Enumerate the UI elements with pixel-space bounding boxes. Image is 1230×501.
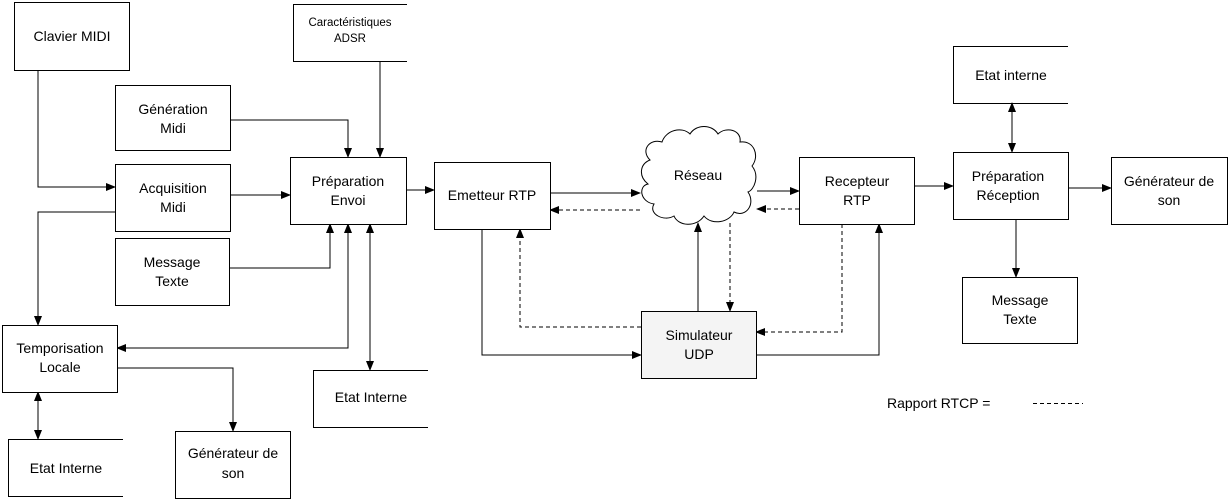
caracteristiques-adsr-store: Caractéristiques ADSR — [293, 4, 407, 62]
svg-text:Locale: Locale — [39, 359, 80, 375]
svg-text:Midi: Midi — [160, 120, 186, 136]
etat-interne-right-store: Etat interne — [953, 46, 1068, 104]
svg-text:Etat Interne: Etat Interne — [30, 460, 103, 476]
svg-text:RTP: RTP — [843, 192, 871, 208]
svg-text:Midi: Midi — [160, 199, 186, 215]
arrow-message-to-preparation — [229, 223, 334, 269]
svg-text:UDP: UDP — [684, 346, 714, 362]
arrow-generation-to-preparation — [230, 119, 352, 158]
svg-text:Etat Interne: Etat Interne — [335, 389, 408, 405]
svg-text:Préparation: Préparation — [312, 173, 384, 189]
temporisation-locale-box: Temporisation Locale — [2, 325, 118, 393]
svg-text:Génération: Génération — [138, 101, 207, 117]
generateur-son-right-box: Générateur de son — [1111, 157, 1228, 225]
svg-text:Préparation: Préparation — [972, 168, 1044, 184]
svg-text:Emetteur RTP: Emetteur RTP — [448, 187, 536, 203]
preparation-envoi-box: Préparation Envoi — [290, 157, 407, 225]
svg-text:Générateur de: Générateur de — [1124, 173, 1214, 189]
reseau-cloud: Réseau — [641, 126, 757, 225]
rtcp-recepteur-to-simulateur — [755, 224, 843, 336]
generateur-son-bottom-box: Générateur de son — [175, 431, 291, 499]
etat-interne-left-store: Etat Interne — [8, 439, 123, 497]
svg-text:Etat interne: Etat interne — [975, 67, 1047, 83]
svg-text:Texte: Texte — [155, 273, 189, 289]
svg-text:son: son — [1158, 192, 1181, 208]
message-texte-right-box: Message Texte — [962, 277, 1078, 344]
svg-text:Clavier MIDI: Clavier MIDI — [33, 28, 110, 44]
svg-text:Réseau: Réseau — [674, 167, 722, 183]
message-texte-left-box: Message Texte — [115, 238, 230, 306]
svg-text:Réception: Réception — [976, 187, 1039, 203]
svg-text:Texte: Texte — [1003, 311, 1037, 327]
arrow-temporisation-to-generateur — [117, 367, 237, 432]
svg-text:Caractéristiques: Caractéristiques — [308, 17, 391, 29]
arrow-emetteur-to-simulateur — [481, 229, 642, 359]
svg-text:Envoi: Envoi — [330, 192, 365, 208]
arrow-simulateur-to-recepteur — [756, 223, 883, 356]
svg-text:son: son — [222, 465, 245, 481]
svg-text:ADSR: ADSR — [334, 33, 366, 45]
recepteur-rtp-box: Recepteur RTP — [799, 157, 915, 225]
arrow-preparation-temporisation — [116, 223, 352, 352]
svg-text:Recepteur: Recepteur — [825, 173, 890, 189]
generation-midi-box: Génération Midi — [115, 85, 231, 151]
emetteur-rtp-box: Emetteur RTP — [434, 162, 551, 230]
preparation-reception-box: Préparation Réception — [953, 152, 1069, 220]
simulateur-udp-box: Simulateur UDP — [641, 311, 757, 379]
connectors — [34, 61, 1112, 440]
svg-text:Rapport RTCP =: Rapport RTCP = — [887, 395, 990, 411]
rtcp-simulateur-to-emetteur — [516, 228, 641, 328]
svg-text:Générateur de: Générateur de — [188, 445, 278, 461]
legend-rtcp: Rapport RTCP = — [887, 395, 1083, 411]
svg-text:Message: Message — [144, 254, 201, 270]
etat-interne-middle-store: Etat Interne — [313, 370, 428, 428]
svg-text:Temporisation: Temporisation — [16, 340, 103, 356]
clavier-midi-box: Clavier MIDI — [14, 2, 130, 71]
arrow-clavier-to-acquisition — [37, 70, 116, 191]
acquisition-midi-box: Acquisition Midi — [115, 164, 231, 232]
svg-text:Simulateur: Simulateur — [666, 327, 733, 343]
arrow-acquisition-to-temporisation — [34, 211, 115, 326]
svg-text:Acquisition: Acquisition — [139, 180, 207, 196]
svg-text:Message: Message — [992, 292, 1049, 308]
